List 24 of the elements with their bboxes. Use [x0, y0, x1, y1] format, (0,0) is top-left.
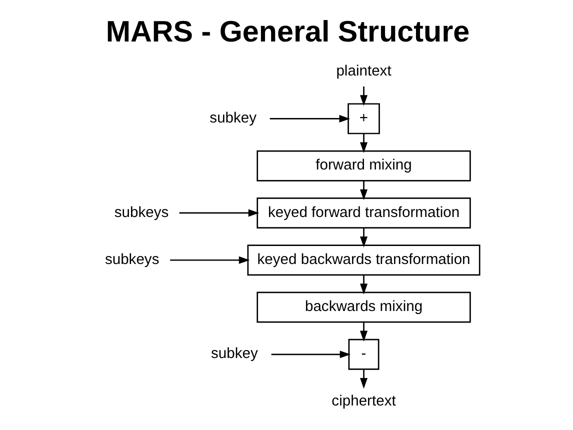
- arrow: [360, 86, 368, 106]
- node-box: keyed backwards transformation: [246, 244, 480, 276]
- arrow: [178, 209, 259, 217]
- node-box: keyed forward transformation: [256, 198, 470, 228]
- arrow: [360, 369, 368, 389]
- arrow: [170, 256, 250, 264]
- arrow: [269, 114, 350, 122]
- arrow: [360, 134, 368, 154]
- node-text: plaintext: [336, 63, 391, 80]
- node-box: -: [348, 338, 379, 370]
- arrow: [270, 350, 350, 358]
- node-text: ciphertext: [331, 393, 396, 410]
- arrow: [360, 322, 368, 342]
- arrow: [360, 275, 368, 294]
- node-box: forward mixing: [256, 150, 470, 182]
- node-text: subkeys: [114, 204, 168, 221]
- node-text: subkey: [209, 110, 256, 126]
- node-box: backwards mixing: [256, 292, 470, 323]
- arrow: [360, 228, 368, 248]
- node-box: +: [347, 103, 380, 134]
- node-text: subkey: [210, 346, 258, 362]
- diagram-title: MARS - General Structure: [105, 15, 470, 48]
- arrow: [360, 180, 368, 200]
- node-text: subkeys: [104, 252, 159, 268]
